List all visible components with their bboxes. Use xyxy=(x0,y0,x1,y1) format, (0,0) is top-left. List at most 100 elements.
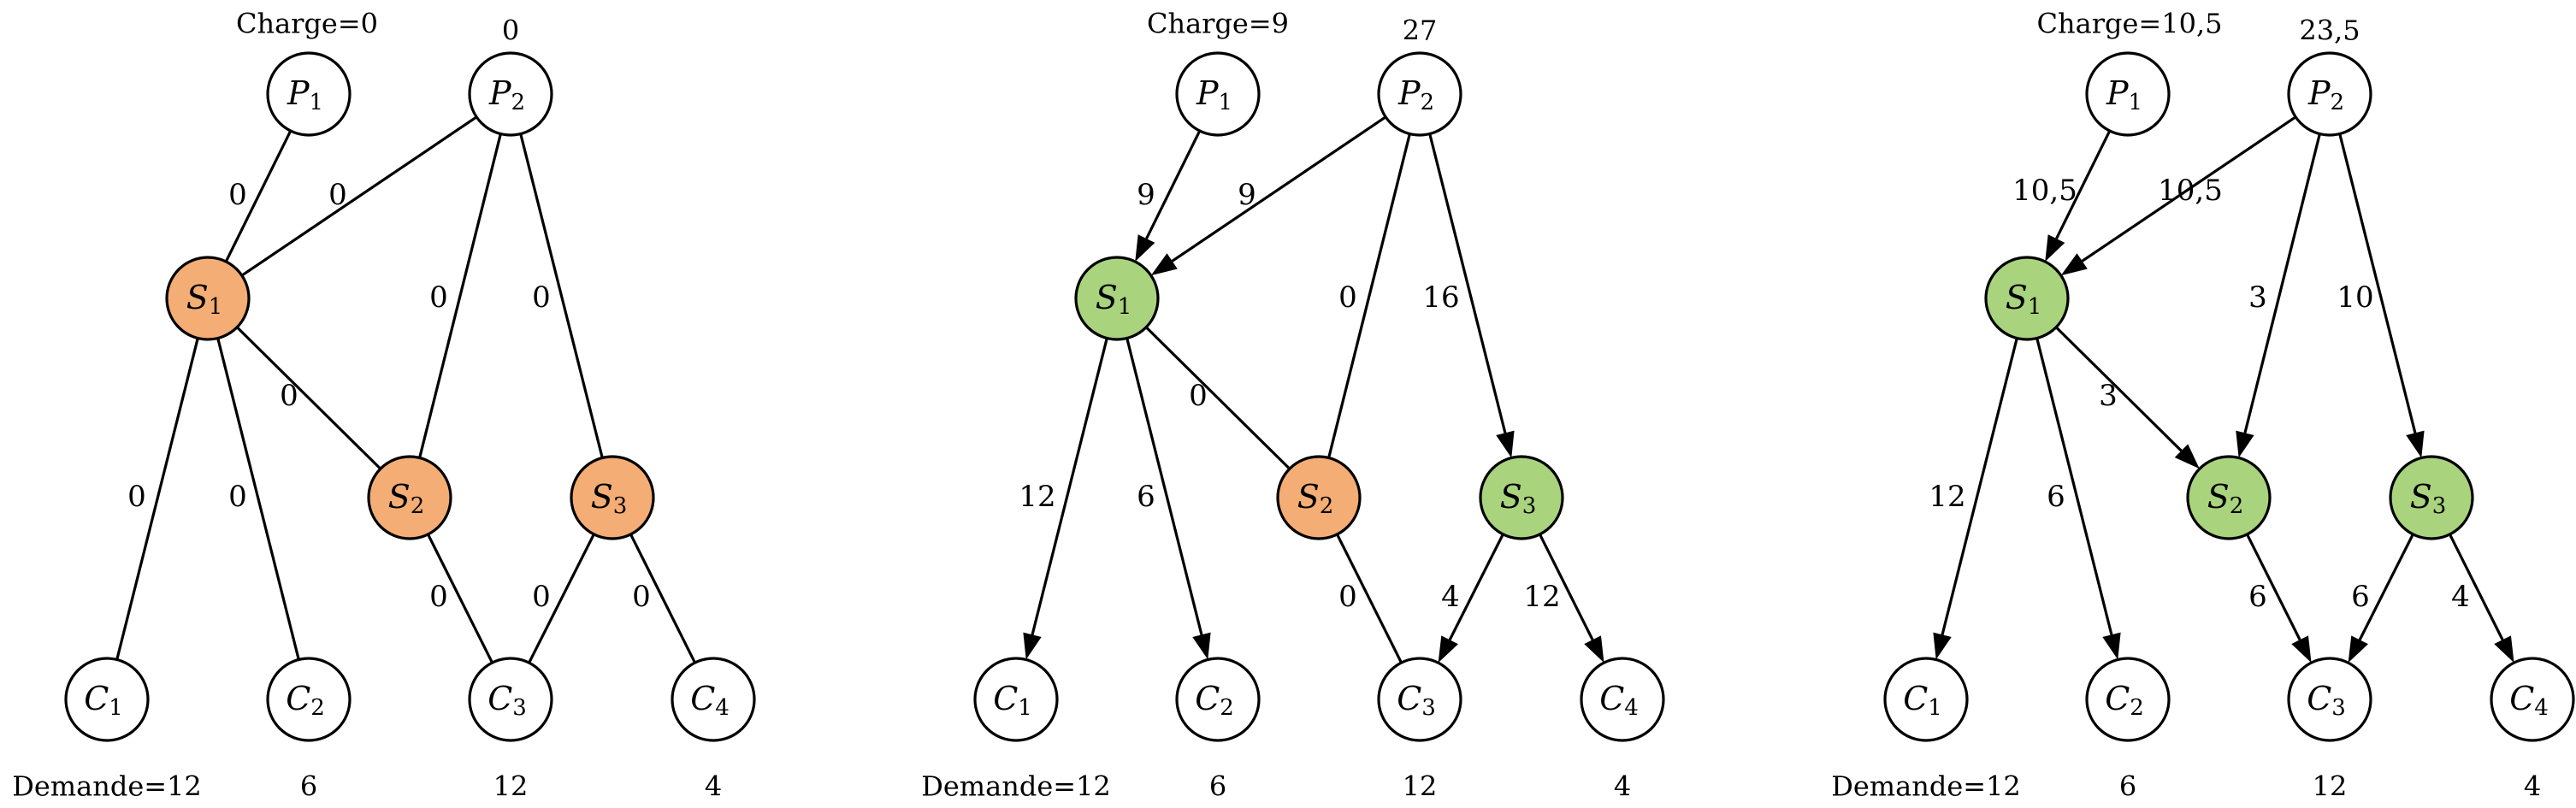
panel3-node-C4-label: C4 xyxy=(2509,680,2549,722)
panel2-node-C4: C4 xyxy=(1580,657,1665,742)
panel1-node-C4-circle xyxy=(671,657,756,742)
panel3-edge-S2-C3 xyxy=(2246,534,2301,640)
panel2-edge-P2-S1-label: 9 xyxy=(1238,178,1256,212)
panel1-node-P2: P2 xyxy=(468,51,553,137)
panel1-node-C1-circle xyxy=(64,657,150,742)
panel1-edge-P2-S3-label: 0 xyxy=(532,280,551,315)
panel2-edge-S2-C3-label: 0 xyxy=(1338,580,1357,614)
panel2-node-P2: P2 xyxy=(1377,51,1462,137)
panel2-edge-S3-C3-label: 4 xyxy=(1441,580,1460,614)
panel3-edge-P2-S1-label: 10,5 xyxy=(2158,174,2223,208)
panel2-node-S2-circle xyxy=(1276,455,1362,540)
panel2-node-C4-label: C4 xyxy=(1599,680,1639,722)
panel3-demand-C1: Demande=12 xyxy=(1831,770,2021,803)
panel2-edge-S1-C2-arrowhead xyxy=(1192,632,1211,660)
panel2-edge-P2-S3 xyxy=(1428,133,1507,433)
panel1-node-C3: C3 xyxy=(468,657,553,742)
panel3-edge-S1-S2-arrowhead xyxy=(2174,444,2200,469)
panel2-node-S2: S2 xyxy=(1276,455,1362,540)
panel1-edge-P2-S1-label: 0 xyxy=(328,178,347,212)
panel3-edge-P2-S3-label: 10 xyxy=(2337,280,2373,315)
panel2-edge-P1-S1 xyxy=(1145,130,1202,239)
panel2-demand-C3: 12 xyxy=(1403,770,1438,803)
panel3-edge-S1-S2 xyxy=(2055,326,2183,452)
panel2-node-C1: C1 xyxy=(973,657,1059,742)
panel3-node-S2-circle xyxy=(2186,455,2272,540)
panel1-edge-S2-C3-label: 0 xyxy=(429,580,448,614)
panel2-edge-P2-S2-label: 0 xyxy=(1338,280,1357,315)
panel2-edge-S2-C3 xyxy=(1336,534,1403,664)
panel3-demand-C3: 12 xyxy=(2313,770,2348,803)
panel3-edge-S2-C3-arrowhead xyxy=(2291,635,2312,664)
panel3-edge-P2-S2-arrowhead xyxy=(2236,430,2254,458)
panel1-demand-C3: 12 xyxy=(493,770,529,803)
panel3-node-P2: P2 xyxy=(2287,51,2372,137)
panel1-edge-S3-C4 xyxy=(629,534,696,664)
panel3-node-P1-label: P1 xyxy=(2106,74,2142,116)
panel3-edge-P2-S2 xyxy=(2243,133,2321,433)
panel2-edge-S3-C3 xyxy=(1448,534,1504,641)
panel1-edge-P2-S3 xyxy=(519,133,604,458)
panel2-edge-P2-S1-arrowhead xyxy=(1150,253,1178,276)
panel3-demand-C4: 4 xyxy=(2524,770,2541,803)
panel1-node-S2-circle xyxy=(367,455,452,540)
panel1-node-C4: C4 xyxy=(671,657,756,742)
panel3-node-S3-circle xyxy=(2389,455,2474,540)
panel1-node-S1-label: S1 xyxy=(186,279,223,321)
panel1-node-P1-circle xyxy=(266,51,352,137)
panel2-demand-C1: Demande=12 xyxy=(921,770,1111,803)
panel2-node-C3-label: C3 xyxy=(1397,680,1436,722)
panel3-edge-S2-C3-label: 6 xyxy=(2248,580,2267,614)
panel3-edge-S1-C1-arrowhead xyxy=(1933,632,1952,660)
panel2-edge-S1-C1-arrowhead xyxy=(1023,632,1042,660)
panel2-edge-P1-S1-label: 9 xyxy=(1137,178,1155,212)
panel2-edge-S3-C4-label: 12 xyxy=(1523,580,1560,614)
panel2-edge-S1-C1-label: 12 xyxy=(1019,480,1055,514)
panel1-node-C2-label: C2 xyxy=(286,680,325,722)
panel2-node-S3-circle xyxy=(1479,455,1564,540)
panel3-node-S1: S1 xyxy=(1984,256,2070,341)
panel2-demand-C2: 6 xyxy=(1209,770,1226,803)
panel1-charge-P2: 0 xyxy=(502,15,519,47)
panel2-edge-S3-C3-arrowhead xyxy=(1438,635,1458,664)
panel1-node-C2-circle xyxy=(266,657,352,742)
panel1-edge-P1-S1 xyxy=(224,130,292,262)
panel1-edge-S1-S2-label: 0 xyxy=(280,379,298,413)
panel3-node-P1: P1 xyxy=(2085,51,2171,137)
panel3-edge-P2-S3-arrowhead xyxy=(2406,430,2425,458)
panel1-edge-S2-C3 xyxy=(427,534,493,664)
panel3-edge-S3-C3-label: 6 xyxy=(2351,580,2370,614)
panel3-node-S3-label: S3 xyxy=(2410,478,2447,520)
panel3-edge-P1-S1-label: 10,5 xyxy=(2012,174,2077,208)
panel2-node-C1-circle xyxy=(973,657,1059,742)
panel2-edge-P2-S3-label: 16 xyxy=(1422,280,1459,315)
panel3-edge-P2-S3 xyxy=(2338,133,2417,433)
panel1-charge-P1: Charge=0 xyxy=(236,8,378,40)
panel2-edge-S3-C4-arrowhead xyxy=(1584,635,1604,664)
panel2-node-P1-label: P1 xyxy=(1196,74,1232,116)
panel3-node-C3-label: C3 xyxy=(2307,680,2346,722)
panel1-node-C3-label: C3 xyxy=(487,680,527,722)
panel3-edge-S3-C3-arrowhead xyxy=(2348,635,2368,664)
panel2-edge-S1-C1 xyxy=(1031,338,1108,635)
panel1-edge-P1-S1-label: 0 xyxy=(228,178,247,212)
panel3-edge-S1-C2-arrowhead xyxy=(2102,632,2121,660)
panel2-charge-P2: 27 xyxy=(1403,15,1438,47)
panel3-edge-S1-C1 xyxy=(1941,338,2018,635)
panel3-edge-S1-C1-label: 12 xyxy=(1929,480,1965,514)
panel3-node-P2-label: P2 xyxy=(2307,74,2344,116)
panel1-edge-S3-C4-label: 0 xyxy=(632,580,651,614)
panel3-node-S2-label: S2 xyxy=(2207,478,2244,520)
panel2-node-P1-circle xyxy=(1175,51,1261,137)
panel3-node-C3-circle xyxy=(2287,657,2372,742)
panel1-node-S2-label: S2 xyxy=(388,478,425,520)
panel2-edge-P2-S2 xyxy=(1327,133,1411,458)
panel3-edge-P2-S1-arrowhead xyxy=(2060,253,2088,276)
panel3-edge-S1-S2-label: 3 xyxy=(2099,379,2118,413)
panel1-node-S2: S2 xyxy=(367,455,452,540)
panel1-node-C1: C1 xyxy=(64,657,150,742)
panel2-node-S3: S3 xyxy=(1479,455,1564,540)
panel3-edge-P1-S1 xyxy=(2055,130,2112,239)
panel2-node-C1-label: C1 xyxy=(993,680,1032,722)
